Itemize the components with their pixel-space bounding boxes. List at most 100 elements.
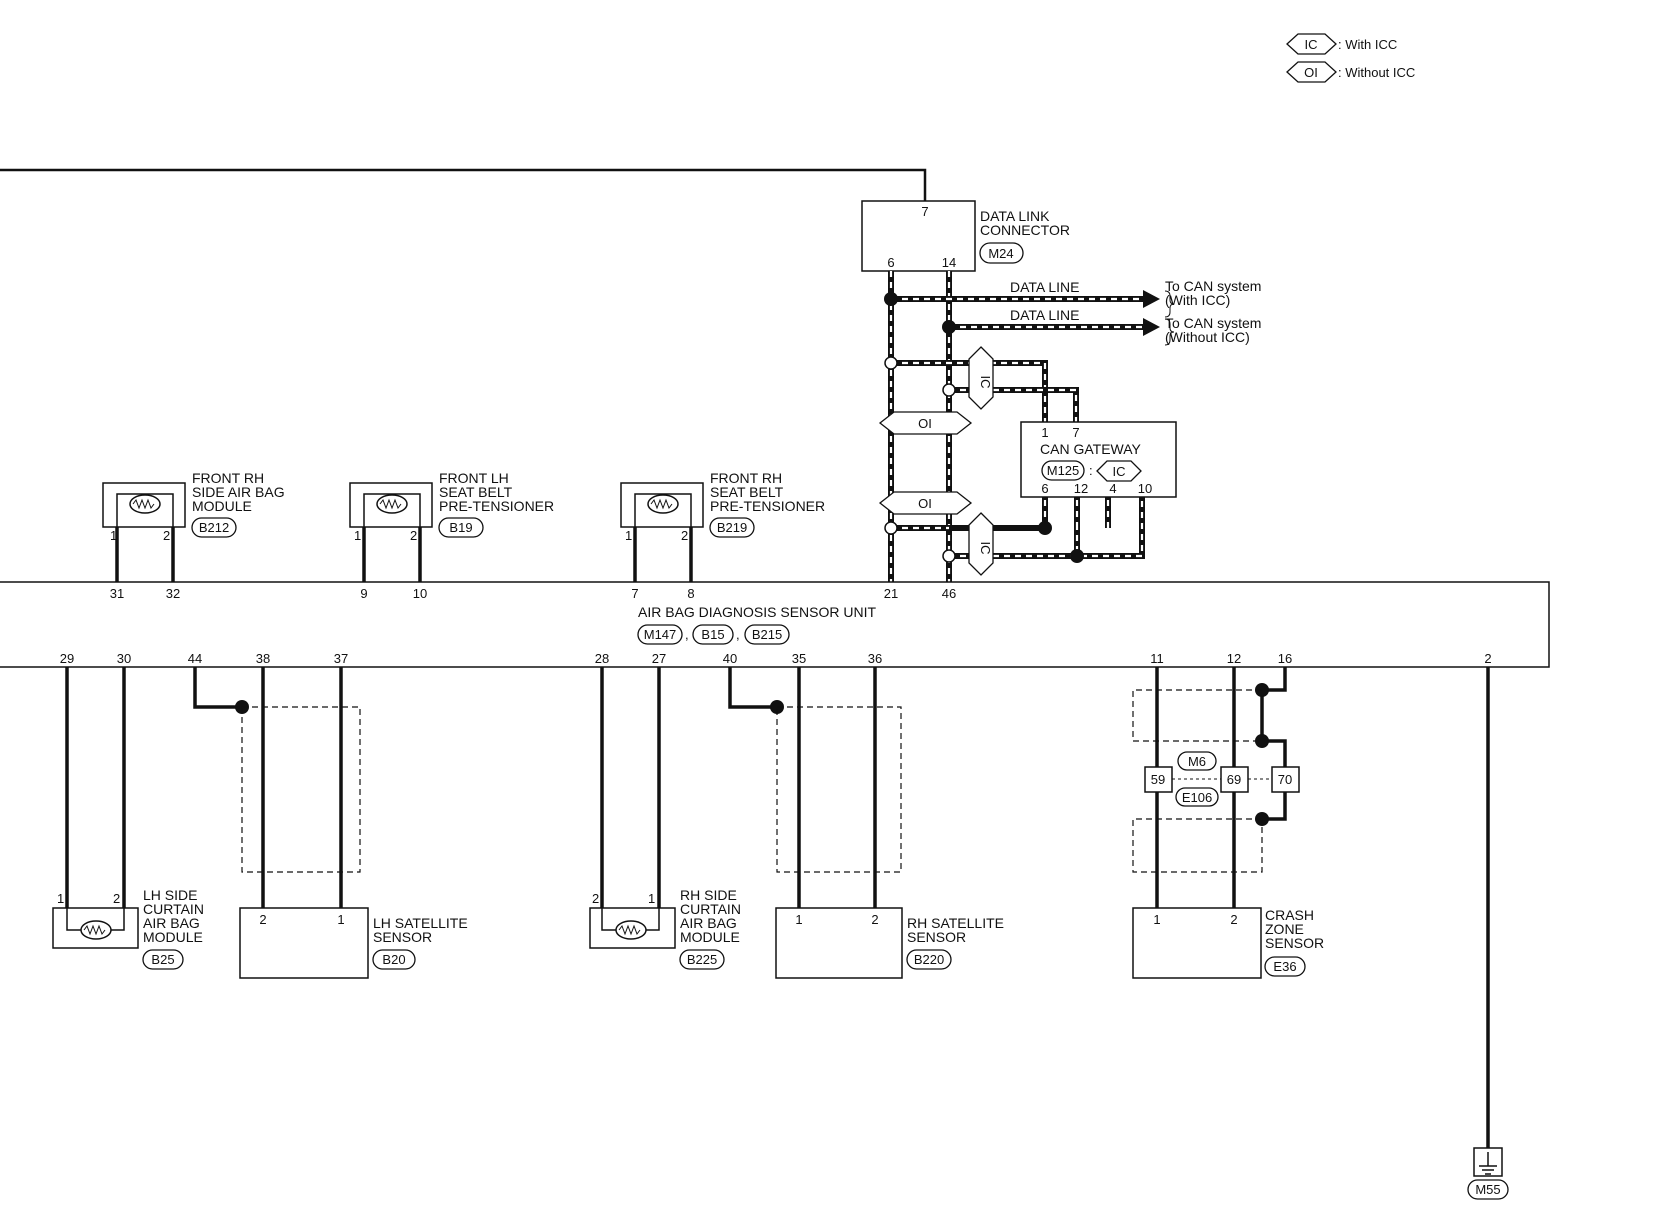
- connector-tag: [1264, 956, 1306, 977]
- gateway-title: CAN GATEWAY: [1040, 441, 1142, 457]
- svg-text:70: 70: [1278, 772, 1292, 787]
- svg-text:2: 2: [113, 891, 120, 906]
- data-line-dest-1b: (With ICC): [1165, 292, 1230, 308]
- svg-text:2: 2: [681, 528, 688, 543]
- gateway-pin-12: 12: [1074, 481, 1088, 496]
- connector-tag: [438, 517, 484, 538]
- svg-text:69: 69: [1227, 772, 1241, 787]
- gateway-variant: IC: [1113, 464, 1126, 479]
- svg-text:RH SATELLITE: RH SATELLITE: [907, 915, 1004, 931]
- svg-text:2: 2: [592, 891, 599, 906]
- oi-tag-lower: OI: [878, 491, 973, 515]
- gateway-pin-10: 10: [1138, 481, 1152, 496]
- legend-ic-text: : With ICC: [1338, 37, 1397, 52]
- svg-text:B212: B212: [199, 520, 229, 535]
- svg-text:FRONT LH: FRONT LH: [439, 470, 509, 486]
- dlc-pin-14: 14: [942, 255, 956, 270]
- dlc-pin7-wire: [0, 168, 927, 202]
- crash-zone-sensor: 1 2 CRASH ZONE SENSOR E36: [1132, 907, 1324, 979]
- dlc-box: [861, 200, 976, 272]
- dlc-pin-7: 7: [921, 204, 928, 219]
- svg-text:B220: B220: [914, 952, 944, 967]
- dlc-connector-tag: [979, 242, 1024, 264]
- gateway-pin-4: 4: [1109, 481, 1116, 496]
- svg-text:CRASH: CRASH: [1265, 907, 1314, 923]
- svg-text:44: 44: [188, 651, 202, 666]
- dlc-connector: M24: [988, 246, 1013, 261]
- svg-text:2: 2: [410, 528, 417, 543]
- svg-text:1: 1: [625, 528, 632, 543]
- brace-1: [1164, 290, 1175, 318]
- gateway-pin-6: 6: [1041, 481, 1048, 496]
- svg-text:,: ,: [685, 627, 689, 642]
- svg-text:30: 30: [117, 651, 131, 666]
- data-line-dest-1a: To CAN system: [1165, 278, 1261, 294]
- svg-text:SIDE AIR BAG: SIDE AIR BAG: [192, 484, 285, 500]
- svg-text:RH SIDE: RH SIDE: [680, 887, 737, 903]
- connector-tag: [692, 624, 734, 645]
- svg-text:OI: OI: [918, 416, 932, 431]
- connector-tag: [744, 624, 790, 645]
- svg-text:10: 10: [413, 586, 427, 601]
- svg-text:1: 1: [57, 891, 64, 906]
- dlc-title-2: CONNECTOR: [980, 222, 1070, 238]
- connector-tag: [637, 624, 683, 645]
- gateway-connector: M125: [1047, 463, 1080, 478]
- connector-tag: [1177, 751, 1217, 771]
- front-rh-side-air-bag-module: 1 2 FRONT RH SIDE AIR BAG MODULE B212: [102, 470, 285, 582]
- brace-2: [1164, 318, 1175, 346]
- svg-text:B15: B15: [701, 627, 724, 642]
- data-line-dest-2a: To CAN system: [1165, 315, 1261, 331]
- svg-text:LH SATELLITE: LH SATELLITE: [373, 915, 468, 931]
- svg-text:2: 2: [259, 912, 266, 927]
- ground-connector: M55: [1475, 1182, 1500, 1197]
- svg-text:B225: B225: [687, 952, 717, 967]
- svg-text:AIR BAG: AIR BAG: [680, 915, 737, 931]
- lh-satellite-sensor: 2 1 LH SATELLITE SENSOR B20: [239, 907, 468, 979]
- svg-text:IC: IC: [978, 376, 993, 389]
- svg-text:MODULE: MODULE: [680, 929, 740, 945]
- svg-text:1: 1: [795, 912, 802, 927]
- air-bag-diagnosis-sensor-unit: 31 32 9 10 7 8 21 46 AIR BAG DIAGNOSIS S…: [0, 581, 1550, 668]
- svg-text:7: 7: [631, 586, 638, 601]
- ic-tag-lower: IC: [968, 512, 994, 576]
- svg-text:2: 2: [871, 912, 878, 927]
- svg-text:40: 40: [723, 651, 737, 666]
- svg-text:IC: IC: [978, 542, 993, 555]
- svg-text:1: 1: [337, 912, 344, 927]
- svg-text:8: 8: [687, 586, 694, 601]
- svg-text:ZONE: ZONE: [1265, 921, 1304, 937]
- connector-tag: [679, 949, 725, 970]
- legend-ic-tag: [1286, 33, 1337, 55]
- squib-icon: [129, 494, 161, 514]
- rh-satellite-sensor: 1 2 RH SATELLITE SENSOR B220: [775, 907, 1004, 979]
- joint-pin-box: [1271, 766, 1300, 793]
- svg-text:32: 32: [166, 586, 180, 601]
- svg-text:B25: B25: [151, 952, 174, 967]
- squib-icon: [80, 920, 112, 940]
- gateway-ic-tag: [1096, 460, 1142, 482]
- svg-text:LH SIDE: LH SIDE: [143, 887, 197, 903]
- svg-text:2: 2: [163, 528, 170, 543]
- svg-text:FRONT RH: FRONT RH: [710, 470, 782, 486]
- connector-tag: [1467, 1179, 1509, 1200]
- connector-tag: [191, 517, 237, 538]
- svg-text:MODULE: MODULE: [192, 498, 252, 514]
- connector-tag: [709, 517, 755, 538]
- data-line-label-1: DATA LINE: [1010, 279, 1080, 295]
- svg-text:28: 28: [595, 651, 609, 666]
- svg-text:16: 16: [1278, 651, 1292, 666]
- svg-text:12: 12: [1227, 651, 1241, 666]
- svg-text:2: 2: [1230, 912, 1237, 927]
- gateway-box: [1020, 421, 1177, 498]
- rh-side-curtain-air-bag-module: 2 1 RH SIDE CURTAIN AIR BAG MODULE B225: [589, 887, 741, 970]
- svg-text:PRE-TENSIONER: PRE-TENSIONER: [439, 498, 554, 514]
- squib-icon: [376, 494, 408, 514]
- ground: M55: [1467, 1147, 1509, 1200]
- gateway-connector-tag: [1041, 460, 1085, 481]
- unit-title: AIR BAG DIAGNOSIS SENSOR UNIT: [638, 604, 876, 620]
- svg-text:B20: B20: [382, 952, 405, 967]
- svg-text:,: ,: [736, 627, 740, 642]
- connector-tag: [142, 949, 184, 970]
- svg-text:9: 9: [360, 586, 367, 601]
